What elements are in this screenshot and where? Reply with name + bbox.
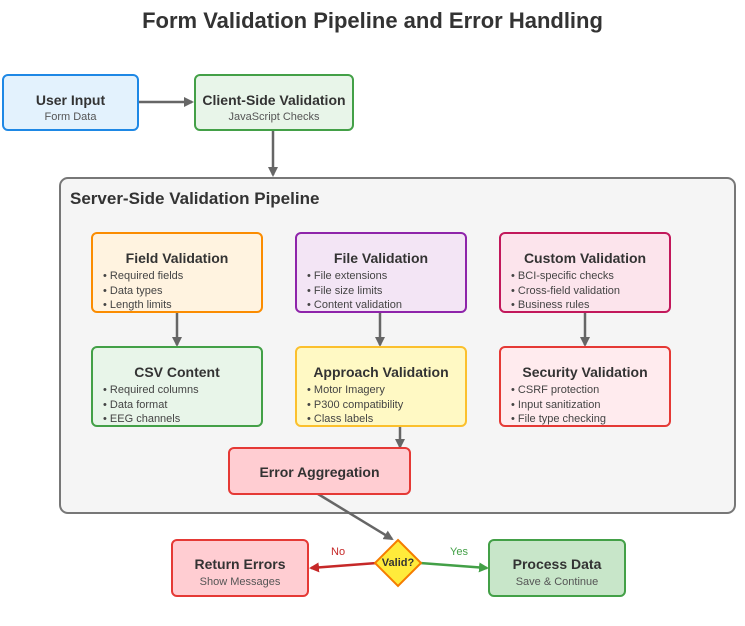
list-item: File size limits <box>307 284 402 299</box>
yes-label: Yes <box>450 546 468 558</box>
list-item: Content validation <box>307 298 402 313</box>
arrow-yes-to-process <box>419 561 489 573</box>
client-validation-node: Client-Side Validation JavaScript Checks <box>194 74 354 131</box>
node-title: Security Validation <box>522 364 648 380</box>
list-item: Length limits <box>103 298 183 313</box>
error-aggregation-node: Error Aggregation <box>228 447 411 495</box>
list-item: Motor Imagery <box>307 383 403 398</box>
node-title: Approach Validation <box>313 364 449 380</box>
node-item-list: File extensions File size limits Content… <box>307 269 402 313</box>
node-item-list: BCI-specific checks Cross-field validati… <box>511 269 620 313</box>
node-title: Custom Validation <box>523 250 647 266</box>
node-title: CSV Content <box>134 364 220 380</box>
node-title: User Input <box>35 92 106 108</box>
node-item-list: Motor Imagery P300 compatibility Class l… <box>307 383 403 427</box>
list-item: File type checking <box>511 412 606 427</box>
approach-validation-node: Approach Validation Motor Imagery P300 c… <box>295 346 467 427</box>
list-item: BCI-specific checks <box>511 269 620 284</box>
node-item-list: CSRF protection Input sanitization File … <box>511 383 606 427</box>
list-item: Required fields <box>103 269 183 284</box>
node-title: Error Aggregation <box>259 464 380 480</box>
list-item: Class labels <box>307 412 403 427</box>
node-subtitle: Save & Continue <box>515 576 599 588</box>
decision-label: Valid? <box>381 557 415 569</box>
node-subtitle: JavaScript Checks <box>228 111 320 123</box>
user-input-node: User Input Form Data <box>2 74 139 131</box>
node-title: Client-Side Validation <box>202 92 346 108</box>
csv-content-node: CSV Content Required columns Data format… <box>91 346 263 427</box>
node-subtitle: Show Messages <box>199 576 281 588</box>
node-title: Process Data <box>512 556 602 572</box>
field-validation-node: Field Validation Required fields Data ty… <box>91 232 263 313</box>
list-item: CSRF protection <box>511 383 606 398</box>
custom-validation-node: Custom Validation BCI-specific checks Cr… <box>499 232 671 313</box>
node-item-list: Required columns Data format EEG channel… <box>103 383 199 427</box>
process-data-node: Process Data Save & Continue <box>488 539 626 597</box>
arrow-no-to-errors <box>309 561 378 573</box>
return-errors-node: Return Errors Show Messages <box>171 539 309 597</box>
list-item: EEG channels <box>103 412 199 427</box>
list-item: P300 compatibility <box>307 398 403 413</box>
diagram-title: Form Validation Pipeline and Error Handl… <box>142 8 603 33</box>
node-subtitle: Form Data <box>44 111 97 123</box>
file-validation-node: File Validation File extensions File siz… <box>295 232 467 313</box>
list-item: Data format <box>103 398 199 413</box>
security-validation-node: Security Validation CSRF protection Inpu… <box>499 346 671 427</box>
node-title: Return Errors <box>194 556 286 572</box>
no-label: No <box>331 546 346 558</box>
list-item: Data types <box>103 284 183 299</box>
list-item: File extensions <box>307 269 402 284</box>
list-item: Cross-field validation <box>511 284 620 299</box>
list-item: Business rules <box>511 298 620 313</box>
list-item: Required columns <box>103 383 199 398</box>
node-title: File Validation <box>333 250 429 266</box>
node-item-list: Required fields Data types Length limits <box>103 269 183 313</box>
list-item: Input sanitization <box>511 398 606 413</box>
node-title: Field Validation <box>125 250 229 266</box>
server-pipeline-title: Server-Side Validation Pipeline <box>70 189 320 208</box>
